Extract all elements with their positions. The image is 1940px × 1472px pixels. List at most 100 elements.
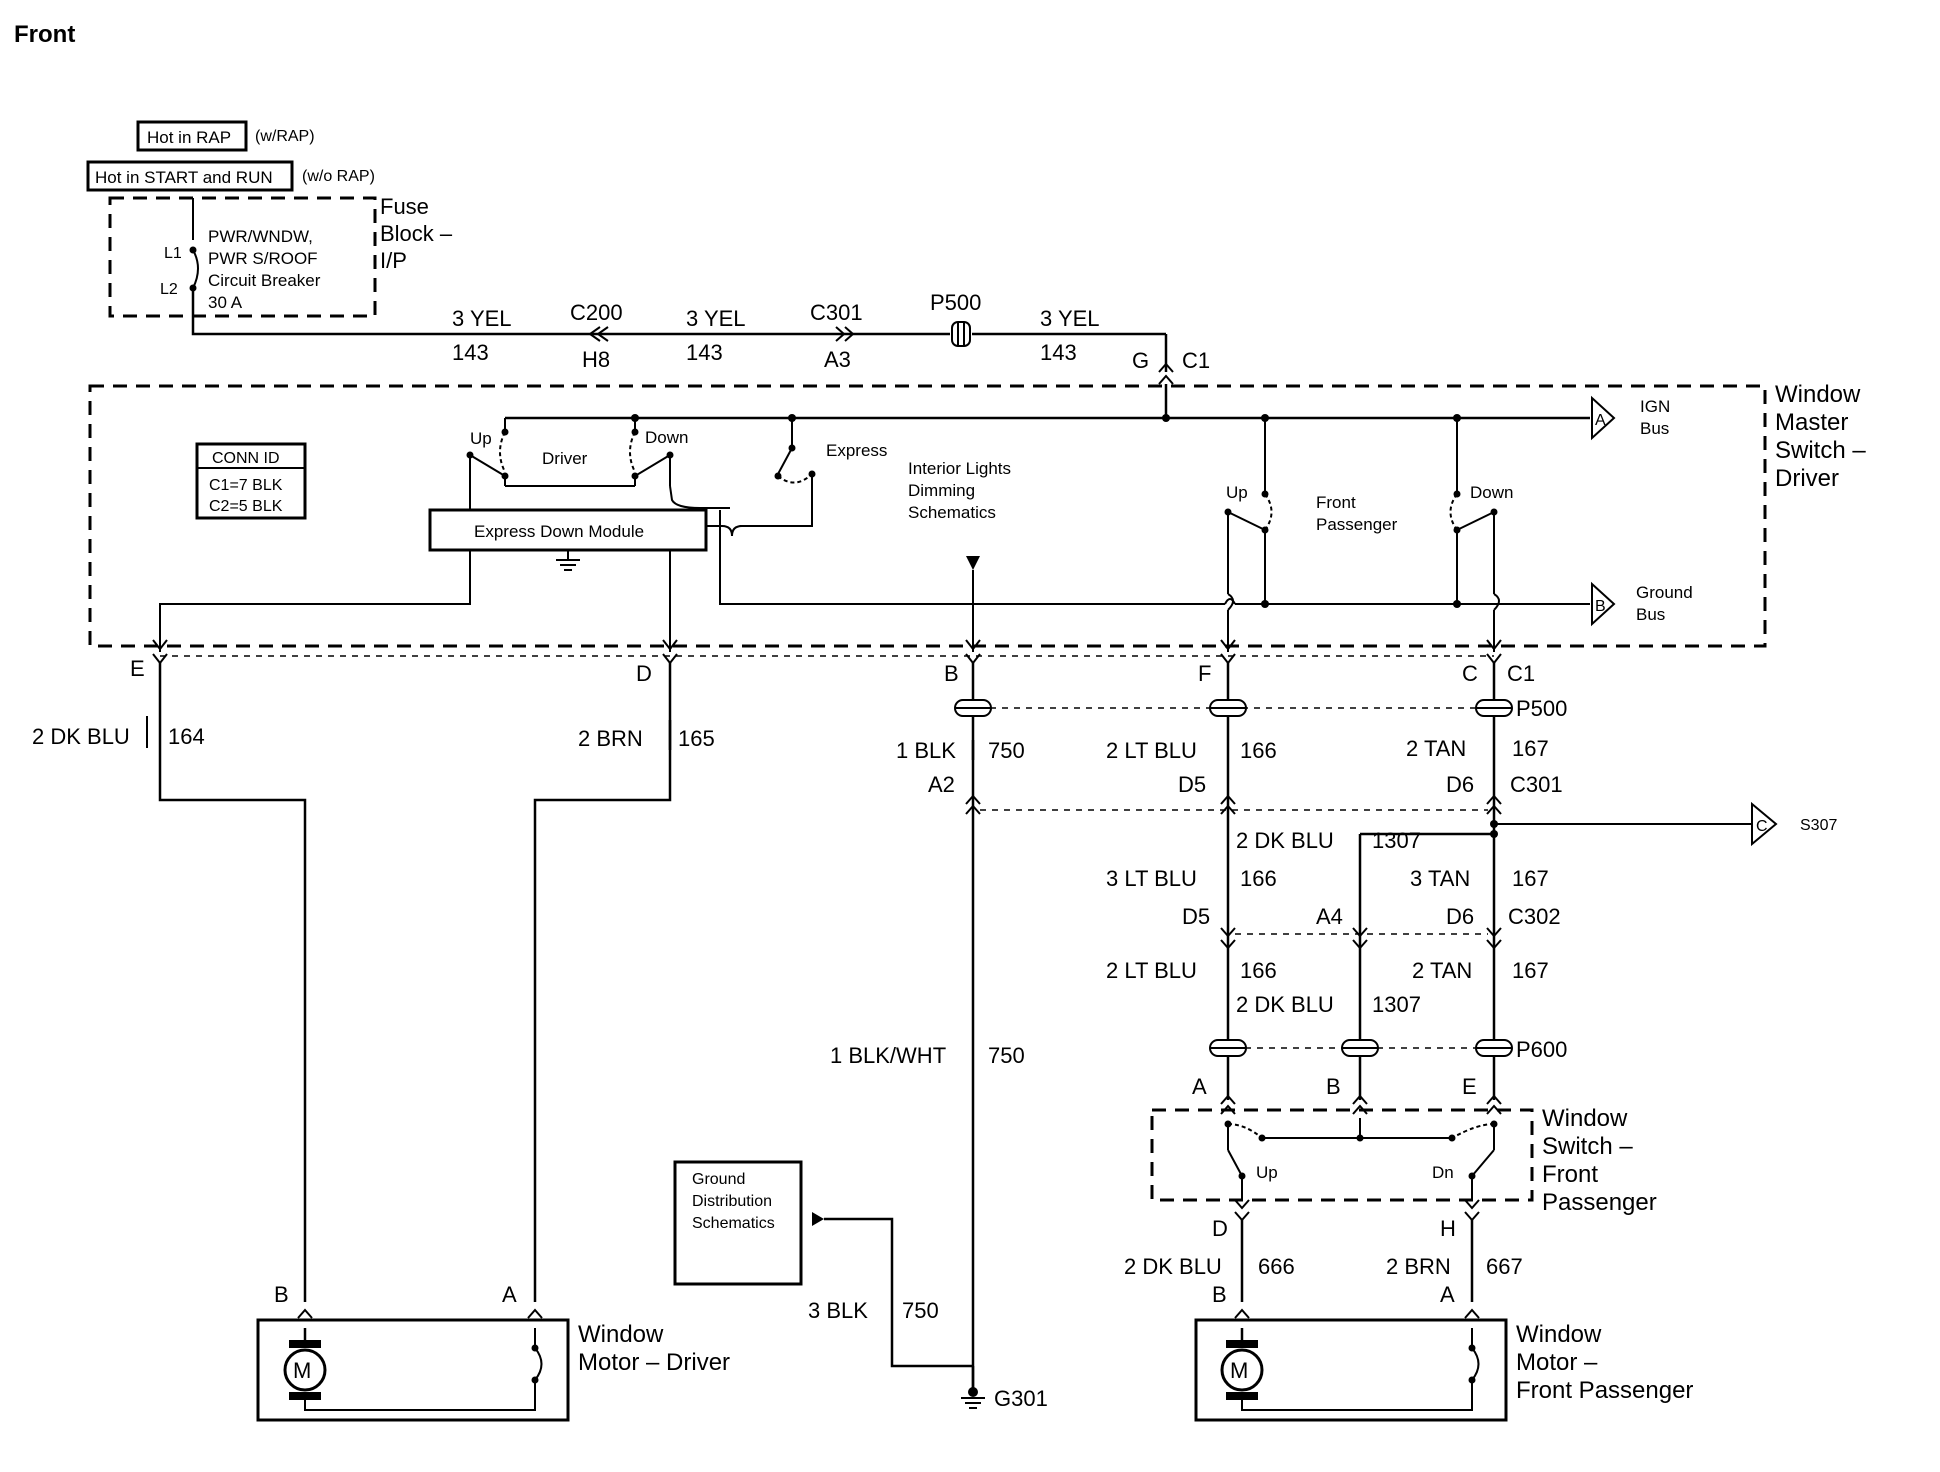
hot-start-run-label: Hot in START and RUN xyxy=(95,168,273,187)
g301-label: G301 xyxy=(994,1386,1048,1411)
d5-label: D5 xyxy=(1178,772,1206,797)
fp-motor-icon xyxy=(1220,1348,1264,1392)
front-passenger-2: Passenger xyxy=(1316,515,1398,534)
breaker-line2: PWR S/ROOF xyxy=(208,249,318,268)
feed-seg3-color: 3 YEL xyxy=(1040,306,1100,331)
fuse-block-outline xyxy=(108,196,377,318)
interior-lights-3: Schematics xyxy=(908,503,996,522)
c1-top-label: C1 xyxy=(1182,348,1210,373)
ground-box-line2: Distribution xyxy=(692,1193,772,1210)
driver-motor-title-2: Motor – Driver xyxy=(578,1349,730,1376)
interior-lights-arrow-icon xyxy=(966,556,980,570)
fp-brn-color: 2 BRN xyxy=(1386,1254,1451,1279)
tan2-color: 2 TAN xyxy=(1412,958,1472,983)
center-wiring: P500 1 BLK 750 2 LT BLU 166 2 TAN 167 A2… xyxy=(830,663,1837,1392)
c301-connector-icon xyxy=(835,326,855,342)
ltblu-color: 2 LT BLU xyxy=(1106,738,1197,763)
pin-f-label: F xyxy=(1198,661,1211,686)
fp-down-label: Down xyxy=(1470,483,1513,502)
fp-motor-m: M xyxy=(1230,1358,1248,1383)
fp-pin-e: E xyxy=(1462,1074,1477,1099)
a2-label: A2 xyxy=(928,772,955,797)
fp-switch-title-4: Passenger xyxy=(1542,1189,1657,1216)
express-module-label: Express Down Module xyxy=(474,522,644,541)
h8-label: H8 xyxy=(582,347,610,372)
s307-label: S307 xyxy=(1800,817,1837,834)
dkblu-color: 2 DK BLU xyxy=(1236,828,1334,853)
feed-wire-143: 3 YEL 143 C200 H8 3 YEL 143 C301 A3 P500… xyxy=(191,288,1210,418)
master-switch-outline xyxy=(88,384,1767,648)
d6b-label: D6 xyxy=(1446,904,1474,929)
fp-dkblu-color: 2 DK BLU xyxy=(1124,1254,1222,1279)
power-source: Hot in RAP (w/RAP) Hot in START and RUN … xyxy=(86,120,453,318)
blkwht-color: 1 BLK/WHT xyxy=(830,1043,946,1068)
fp-switch-title-2: Switch – xyxy=(1542,1133,1633,1160)
l2-label: L2 xyxy=(160,281,178,298)
ground-box-line1: Ground xyxy=(692,1171,745,1188)
master-switch-title-1: Window xyxy=(1775,381,1861,408)
ground-bus-label-1: Ground xyxy=(1636,583,1693,602)
ground-bus-letter: B xyxy=(1595,598,1606,615)
driver-brn-color: 2 BRN xyxy=(578,726,643,751)
without-rap-label: (w/o RAP) xyxy=(302,168,375,185)
master-switch-title-2: Master xyxy=(1775,409,1848,436)
fp-dn-label: Dn xyxy=(1432,1163,1454,1182)
pin-e-label: E xyxy=(130,656,145,681)
c301-feed-label: C301 xyxy=(810,300,863,325)
with-rap-label: (w/RAP) xyxy=(255,128,315,145)
fp-pin-h: H xyxy=(1440,1216,1456,1241)
tan2-circuit: 167 xyxy=(1512,958,1549,983)
c200-label: C200 xyxy=(570,300,623,325)
conn-id-title: CONN ID xyxy=(212,450,280,467)
a3-label: A3 xyxy=(824,347,851,372)
s307-letter: C xyxy=(1756,818,1768,835)
tan3-circuit: 167 xyxy=(1512,866,1549,891)
driver-label: Driver xyxy=(542,449,588,468)
ground-distribution-box xyxy=(673,1160,803,1286)
ltblu3-circuit: 166 xyxy=(1240,866,1277,891)
front-passenger-1: Front xyxy=(1316,493,1356,512)
ltblu-circuit: 166 xyxy=(1240,738,1277,763)
feed-seg2-color: 3 YEL xyxy=(686,306,746,331)
fp-dkblu-circuit: 666 xyxy=(1258,1254,1295,1279)
driver-brn-circuit: 165 xyxy=(678,726,715,751)
ground-blk-circuit: 750 xyxy=(902,1298,939,1323)
express-switch xyxy=(777,447,793,475)
c301-label: C301 xyxy=(1510,772,1563,797)
fp-down-switch xyxy=(1456,511,1495,531)
driver-motor-pin-b: B xyxy=(274,1282,289,1307)
fp-motor-pin-b: B xyxy=(1212,1282,1227,1307)
driver-up-switch xyxy=(469,454,506,477)
driver-motor-title-1: Window xyxy=(578,1321,664,1348)
ltblu3-color: 3 LT BLU xyxy=(1106,866,1197,891)
conn-id-c1: C1=7 BLK xyxy=(209,477,283,494)
master-switch-title-3: Switch – xyxy=(1775,437,1866,464)
p500-feed-connector-icon xyxy=(951,321,971,347)
pin-d-label: D xyxy=(636,661,652,686)
fp-switch-title-3: Front xyxy=(1542,1161,1598,1188)
ign-bus-letter: A xyxy=(1595,412,1606,429)
ign-bus-flag-icon xyxy=(1591,395,1616,441)
fp-brn-circuit: 667 xyxy=(1486,1254,1523,1279)
tan3-color: 3 TAN xyxy=(1410,866,1470,891)
c302-label: C302 xyxy=(1508,904,1561,929)
breaker-line3: Circuit Breaker xyxy=(208,271,321,290)
fp-window-switch: A B E Window Switch – Front Passenger Up… xyxy=(1124,1074,1657,1302)
ltblu2-color: 2 LT BLU xyxy=(1106,958,1197,983)
fp-up-switch xyxy=(1227,511,1266,531)
fp-pin-a: A xyxy=(1192,1074,1207,1099)
c200-connector-icon xyxy=(588,326,609,342)
ground-blk-color: 3 BLK xyxy=(808,1298,868,1323)
blk-circuit: 750 xyxy=(988,738,1025,763)
blk-color: 1 BLK xyxy=(896,738,956,763)
driver-down-label: Down xyxy=(645,428,688,447)
pin-g-label: G xyxy=(1132,348,1149,373)
fp-window-motor: B A Window Motor – Front Passenger M xyxy=(1194,1282,1693,1422)
fp-switch-outline xyxy=(1150,1108,1534,1202)
fuse-block-line2: Block – xyxy=(380,221,453,246)
tan-color: 2 TAN xyxy=(1406,736,1466,761)
l1-label: L1 xyxy=(164,245,182,262)
pin-c1-label: C1 xyxy=(1507,661,1535,686)
ground-box-arrow-icon xyxy=(812,1212,824,1226)
